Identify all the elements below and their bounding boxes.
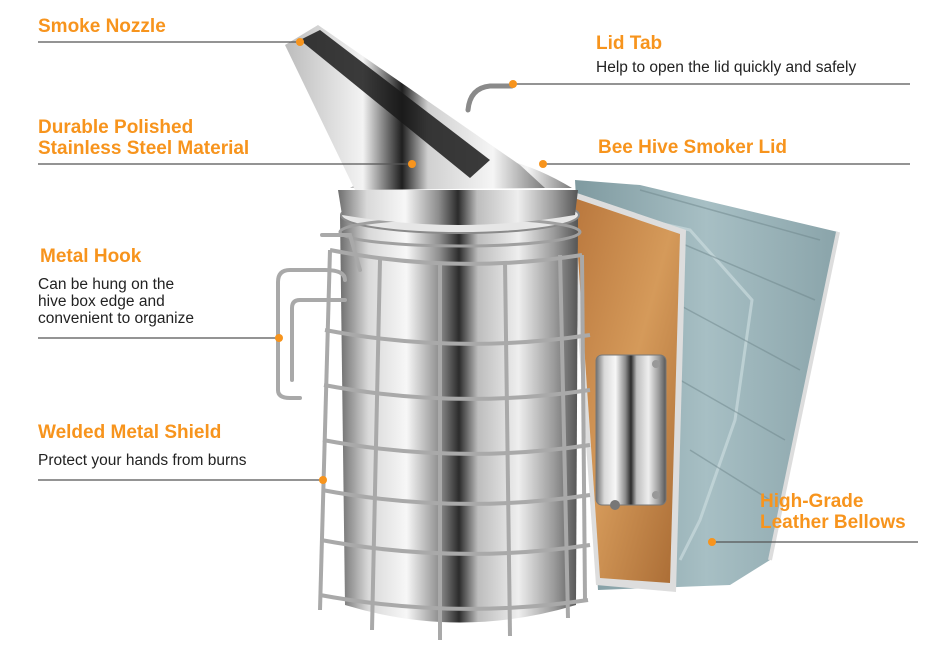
callout-shield-title: Welded Metal Shield	[38, 422, 222, 443]
metal-shield-cage	[318, 248, 591, 640]
callout-smoker-lid-title: Bee Hive Smoker Lid	[598, 137, 788, 158]
callout-bellows-title-line2: Leather Bellows	[760, 512, 906, 533]
callout-metal-hook-title: Metal Hook	[40, 246, 142, 267]
callout-metal-hook-desc-line2: hive box edge and	[38, 293, 165, 310]
bellows	[568, 180, 840, 592]
callout-metal-hook-desc-line3: convenient to organize	[38, 310, 194, 327]
callout-metal-hook-desc-line1: Can be hung on the	[38, 276, 175, 293]
smoker-lid-and-nozzle	[285, 25, 578, 225]
callout-lid-tab-desc: Help to open the lid quickly and safely	[596, 59, 857, 76]
callout-dots	[275, 38, 716, 546]
callout-material-title-line2: Stainless Steel Material	[38, 138, 250, 159]
callout-bellows-title-line1: High-Grade	[760, 491, 864, 512]
callout-shield-desc: Protect your hands from burns	[38, 452, 247, 469]
metal-hook	[276, 233, 362, 400]
callout-material-title-line1: Durable Polished	[38, 117, 194, 138]
callout-lid-tab-title: Lid Tab	[596, 33, 663, 54]
callout-smoke-nozzle-title: Smoke Nozzle	[38, 16, 166, 37]
leader-lines	[38, 41, 918, 543]
